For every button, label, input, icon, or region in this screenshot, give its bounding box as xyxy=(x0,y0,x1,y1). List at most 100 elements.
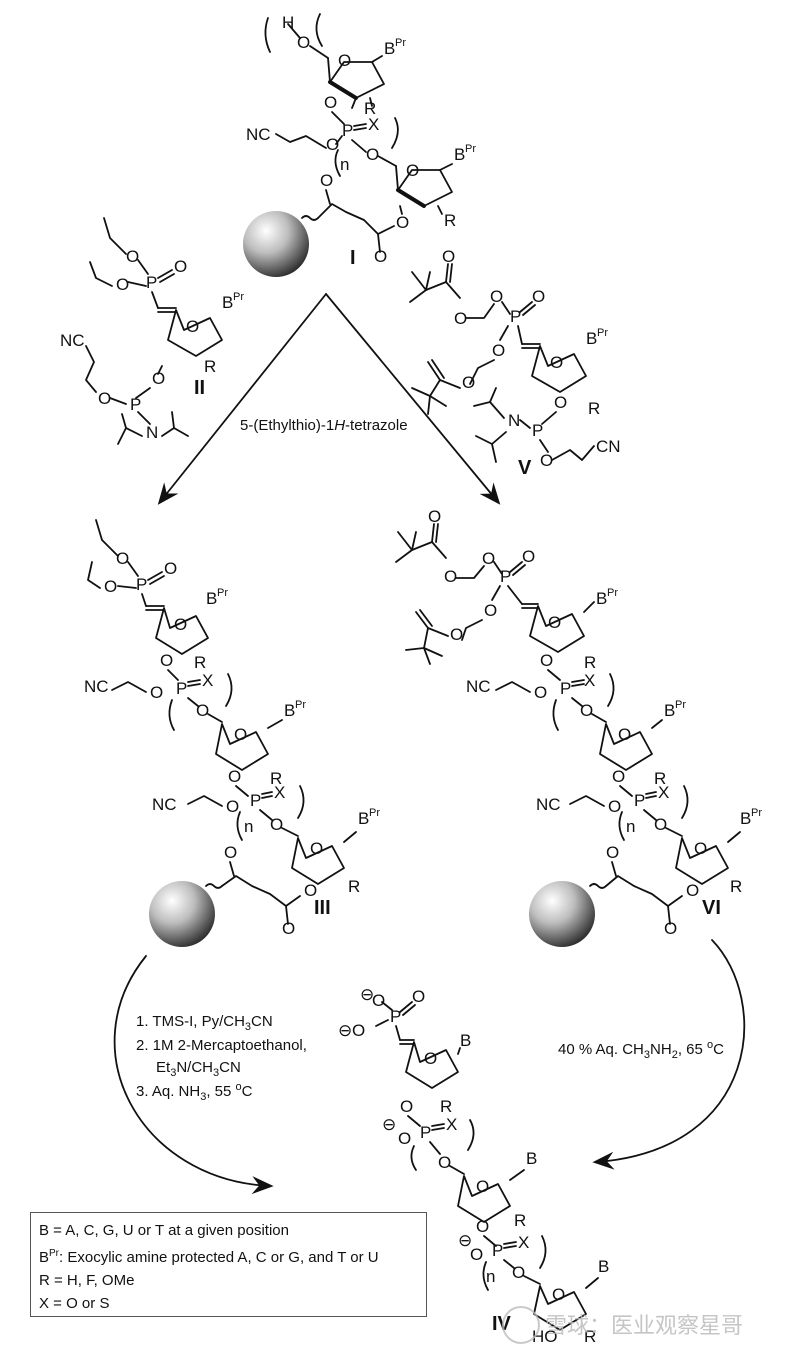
svg-text:O: O xyxy=(400,1097,413,1116)
svg-text:Pr: Pr xyxy=(369,807,380,819)
svg-text:O: O xyxy=(352,1021,365,1040)
svg-text:O: O xyxy=(462,373,475,392)
svg-text:O: O xyxy=(512,1263,525,1282)
svg-text:O: O xyxy=(174,615,187,634)
svg-text:O: O xyxy=(470,1245,483,1264)
compound-I: H O O B Pr R O P X O NC n O O B xyxy=(243,13,476,277)
svg-text:P: P xyxy=(146,273,157,292)
svg-text:O: O xyxy=(552,1285,565,1304)
svg-text:O: O xyxy=(444,567,457,586)
svg-text:O: O xyxy=(580,701,593,720)
svg-text:O: O xyxy=(116,275,129,294)
svg-text:O: O xyxy=(554,393,567,412)
svg-text:B: B xyxy=(384,39,395,58)
snowball-logo-icon xyxy=(502,1306,540,1344)
svg-text:Et3N/CH3CN: Et3N/CH3CN xyxy=(156,1059,241,1079)
svg-text:V: V xyxy=(518,457,532,479)
svg-text:N: N xyxy=(146,423,158,442)
compound-VI: O O O P O O O O B Pr R O P X O xyxy=(395,507,762,947)
svg-text:NC: NC xyxy=(246,125,271,144)
svg-text:NC: NC xyxy=(536,795,561,814)
svg-text:3. Aq. NH3, 55 oC: 3. Aq. NH3, 55 oC xyxy=(136,1081,253,1103)
svg-text:P: P xyxy=(130,395,141,414)
svg-text:O: O xyxy=(310,839,323,858)
svg-text:O: O xyxy=(406,161,419,180)
svg-text:O: O xyxy=(492,341,505,360)
svg-text:P: P xyxy=(532,421,543,440)
svg-text:⊖: ⊖ xyxy=(458,1231,472,1250)
svg-text:B: B xyxy=(358,809,369,828)
svg-text:R: R xyxy=(584,653,596,672)
watermark: 雪球：医业观察星哥 xyxy=(545,1314,744,1339)
svg-text:O: O xyxy=(338,51,351,70)
svg-text:O: O xyxy=(686,881,699,900)
svg-text:O: O xyxy=(654,815,667,834)
svg-text:R: R xyxy=(270,769,282,788)
svg-text:O: O xyxy=(186,317,199,336)
svg-text:O: O xyxy=(424,1049,437,1068)
svg-text:NC: NC xyxy=(60,331,85,350)
svg-text:O: O xyxy=(320,171,333,190)
svg-text:Pr: Pr xyxy=(217,587,228,599)
svg-text:O: O xyxy=(412,987,425,1006)
svg-text:O: O xyxy=(442,247,455,266)
svg-text:P: P xyxy=(492,1241,503,1260)
coupling-arrows: 5-(Ethylthio)-1H-tetrazole xyxy=(157,293,501,505)
solid-support-bead-I xyxy=(243,211,309,277)
svg-text:O: O xyxy=(476,1217,489,1236)
svg-text:I: I xyxy=(350,247,356,269)
solid-support-bead-VI xyxy=(529,881,595,947)
svg-text:Pr: Pr xyxy=(295,699,306,711)
svg-text:X: X xyxy=(202,671,213,690)
svg-text:CN: CN xyxy=(596,437,621,456)
svg-text:n: n xyxy=(486,1267,495,1286)
svg-text:B: B xyxy=(664,701,675,720)
svg-text:⊖: ⊖ xyxy=(360,985,374,1004)
svg-text:R: R xyxy=(204,357,216,376)
svg-text:P: P xyxy=(420,1123,431,1142)
svg-text:R: R xyxy=(194,653,206,672)
legend-line-b: B = A, C, G, U or T at a given position xyxy=(39,1222,289,1239)
compound-III: O P O O O B Pr R O P X O NC O O B Pr xyxy=(84,519,380,947)
svg-text:NC: NC xyxy=(84,677,109,696)
svg-text:B: B xyxy=(586,329,597,348)
svg-text:⊖: ⊖ xyxy=(382,1115,396,1134)
svg-text:2. 1M 2-Mercaptoethanol,: 2. 1M 2-Mercaptoethanol, xyxy=(136,1037,307,1054)
svg-text:O: O xyxy=(164,559,177,578)
svg-text:O: O xyxy=(398,1129,411,1148)
svg-text:O: O xyxy=(228,767,241,786)
svg-text:O: O xyxy=(174,257,187,276)
svg-text:n: n xyxy=(340,155,349,174)
svg-text:⊖: ⊖ xyxy=(338,1021,352,1040)
svg-text:NC: NC xyxy=(152,795,177,814)
solid-support-bead-III xyxy=(149,881,215,947)
svg-text:O: O xyxy=(234,725,247,744)
svg-text:O: O xyxy=(540,651,553,670)
svg-text:R: R xyxy=(348,877,360,896)
svg-text:O: O xyxy=(152,369,165,388)
svg-text:O: O xyxy=(297,33,310,52)
svg-text:B: B xyxy=(596,589,607,608)
svg-text:B: B xyxy=(460,1031,471,1050)
svg-text:N: N xyxy=(508,411,520,430)
svg-text:X: X xyxy=(368,115,379,134)
svg-text:O: O xyxy=(98,389,111,408)
svg-text:VI: VI xyxy=(702,897,721,919)
svg-text:B: B xyxy=(222,293,233,312)
svg-text:O: O xyxy=(540,451,553,470)
coupling-condition: 5-(Ethylthio)-1H-tetrazole xyxy=(240,417,408,434)
svg-text:O: O xyxy=(454,309,467,328)
svg-text:B: B xyxy=(526,1149,537,1168)
svg-text:P: P xyxy=(500,567,511,586)
svg-text:O: O xyxy=(324,93,337,112)
svg-text:B: B xyxy=(740,809,751,828)
svg-text:O: O xyxy=(104,577,117,596)
legend-line-bpr: BPr: Exocylic amine protected A, C or G,… xyxy=(39,1248,379,1266)
svg-text:B: B xyxy=(206,589,217,608)
svg-text:Pr: Pr xyxy=(233,291,244,303)
svg-text:X: X xyxy=(446,1115,457,1134)
svg-text:O: O xyxy=(438,1153,451,1172)
svg-text:X: X xyxy=(584,671,595,690)
svg-text:Pr: Pr xyxy=(675,699,686,711)
